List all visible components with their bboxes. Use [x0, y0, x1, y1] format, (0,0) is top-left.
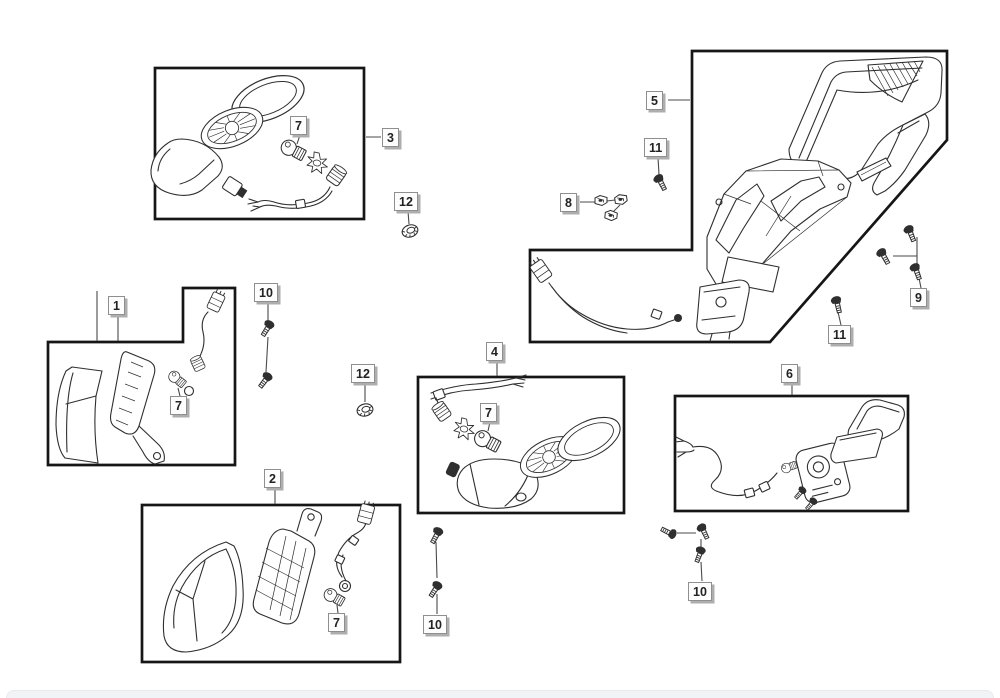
callout-nut-middle[interactable]: 12 — [351, 364, 375, 383]
group-4-turn-signal — [430, 374, 628, 509]
callout-group-3[interactable]: 3 — [382, 128, 399, 147]
nut-part — [355, 401, 375, 419]
screw-part — [694, 521, 713, 542]
callout-group-5[interactable]: 5 — [646, 91, 663, 110]
callout-group-4[interactable]: 4 — [486, 342, 503, 361]
group-1-box — [46, 286, 237, 467]
screw-part — [907, 261, 926, 282]
group-2-turn-signal — [162, 499, 377, 653]
group-5-box — [528, 49, 949, 344]
bulb-socket — [324, 162, 349, 188]
group-6-box — [673, 394, 910, 513]
bulb — [321, 585, 347, 609]
bulb-socket — [189, 353, 207, 373]
bulb-holder — [451, 416, 478, 443]
wire-connector — [206, 287, 228, 314]
fastener-parts — [255, 171, 926, 600]
callout-screws-group-6[interactable]: 10 — [688, 582, 712, 601]
nut-part — [399, 222, 421, 240]
clip-nut-part — [594, 195, 608, 206]
callout-screws-group-4[interactable]: 10 — [423, 615, 447, 634]
clip-nut-part — [613, 193, 629, 206]
callout-bulb-group-3[interactable]: 7 — [290, 116, 307, 135]
callout-group-6[interactable]: 6 — [781, 364, 798, 383]
group-2-box — [140, 503, 402, 664]
group-3-turn-signal — [150, 65, 349, 212]
bulb — [278, 136, 308, 164]
callout-group-2[interactable]: 2 — [264, 469, 281, 488]
group-3-box — [153, 66, 366, 221]
screw-part — [874, 245, 894, 267]
group-1-position-lamp — [55, 287, 228, 465]
bulb-socket — [430, 399, 453, 423]
callout-group-1[interactable]: 1 — [108, 296, 125, 315]
callout-bulb-group-1[interactable]: 7 — [170, 396, 187, 415]
bulb-holder — [304, 150, 331, 176]
callout-screws-right[interactable]: 9 — [910, 288, 927, 307]
group-6-license-lamp — [674, 399, 905, 513]
callout-clip-nuts[interactable]: 8 — [560, 193, 577, 212]
screw-part — [255, 369, 275, 391]
bulb — [779, 459, 799, 475]
clip-nut-part — [604, 209, 619, 222]
bulb — [471, 427, 503, 455]
screw-part — [829, 294, 846, 315]
screw-part — [651, 171, 671, 193]
screw-part — [692, 544, 707, 564]
leader-lines — [96, 99, 922, 614]
bulb — [166, 368, 188, 390]
screw-part — [426, 579, 445, 600]
callout-nut-upper[interactable]: 12 — [394, 192, 418, 211]
callout-screws-group-1[interactable]: 10 — [254, 283, 278, 302]
callout-bulb-group-4[interactable]: 7 — [480, 403, 497, 422]
group-5-tail-section — [526, 56, 943, 342]
bottom-panel-edge — [6, 690, 994, 698]
screw-part — [658, 524, 679, 541]
callout-screw-upper[interactable]: 11 — [644, 138, 668, 157]
screw-part — [258, 318, 277, 339]
callout-bulb-group-2[interactable]: 7 — [328, 613, 345, 632]
callout-screw-lower[interactable]: 11 — [828, 325, 852, 344]
